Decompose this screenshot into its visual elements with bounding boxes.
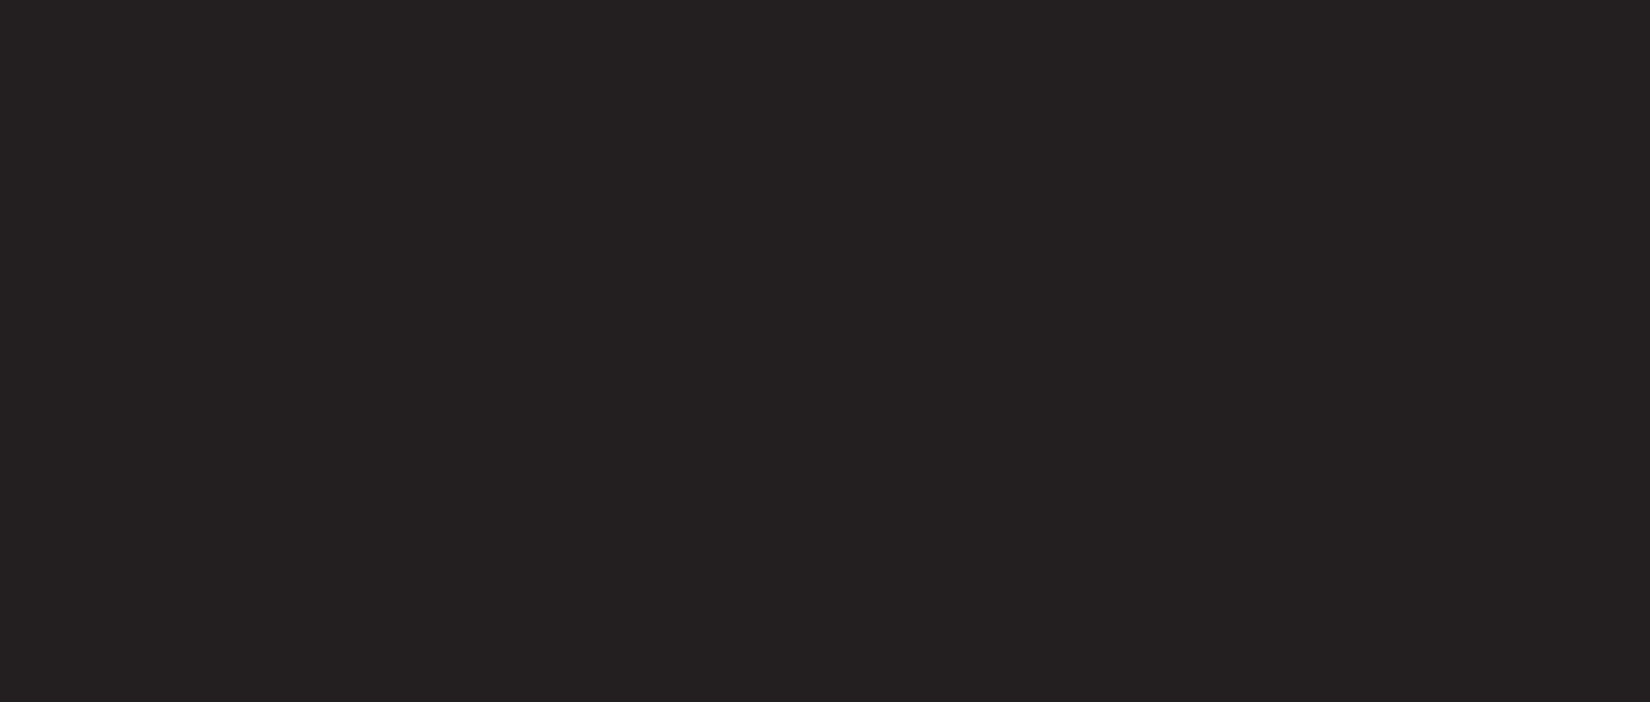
- bottom-white-strip: [0, 702, 1650, 708]
